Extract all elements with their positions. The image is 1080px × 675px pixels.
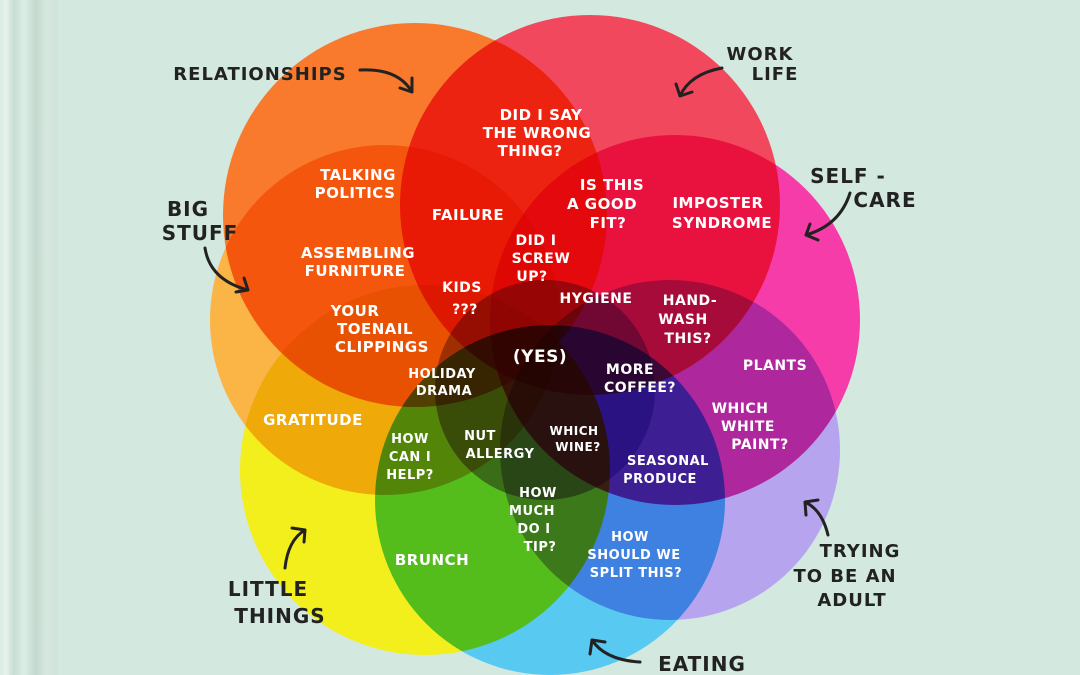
region-screw-up: DID I bbox=[515, 233, 556, 249]
label-big-stuff: BIG bbox=[167, 197, 209, 221]
region-wine: WINE? bbox=[555, 440, 600, 454]
region-tip: TIP? bbox=[524, 540, 557, 555]
region-toenail: CLIPPINGS bbox=[335, 338, 429, 356]
region-labels: DID I SAY THE WRONG THING? TALKING POLIT… bbox=[263, 106, 807, 581]
region-help: CAN I bbox=[389, 450, 431, 465]
label-big-stuff: STUFF bbox=[162, 221, 239, 245]
region-holiday: DRAMA bbox=[416, 384, 472, 399]
arrow-self-care bbox=[804, 191, 852, 242]
region-good-fit: FIT? bbox=[590, 214, 627, 232]
region-wine: WHICH bbox=[549, 424, 598, 438]
region-toenail: YOUR bbox=[330, 302, 380, 320]
label-trying-adult: TRYING bbox=[820, 541, 901, 562]
region-brunch: BRUNCH bbox=[395, 551, 469, 569]
region-handwash: WASH bbox=[658, 312, 707, 328]
region-talking-politics: TALKING bbox=[320, 166, 396, 184]
region-handwash: HAND- bbox=[663, 293, 717, 309]
region-coffee: COFFEE? bbox=[604, 380, 676, 396]
region-plants: PLANTS bbox=[743, 358, 807, 374]
label-little-things: LITTLE bbox=[228, 577, 308, 601]
region-help: HELP? bbox=[386, 468, 434, 483]
region-nut: NUT bbox=[464, 429, 496, 444]
region-tip: DO I bbox=[517, 522, 550, 537]
region-wrong-thing: THE WRONG bbox=[483, 124, 591, 142]
arrow-trying-adult bbox=[803, 498, 830, 537]
region-screw-up: UP? bbox=[516, 269, 547, 285]
region-hygiene: HYGIENE bbox=[560, 291, 633, 307]
region-nut: ALLERGY bbox=[466, 447, 535, 462]
region-paint: WHICH bbox=[712, 401, 769, 417]
region-wrong-thing: THING? bbox=[498, 142, 563, 160]
circle-center bbox=[435, 280, 655, 500]
label-self-care: SELF - bbox=[810, 164, 886, 188]
region-paint: PAINT? bbox=[731, 437, 788, 453]
region-good-fit: IS THIS bbox=[580, 176, 644, 194]
arrow-work-life bbox=[674, 66, 724, 98]
label-trying-adult: ADULT bbox=[817, 590, 886, 611]
venn-circles bbox=[210, 15, 860, 675]
region-gratitude: GRATITUDE bbox=[263, 411, 363, 429]
label-relationships: RELATIONSHIPS bbox=[173, 64, 346, 85]
region-split: SPLIT THIS? bbox=[590, 566, 682, 581]
label-trying-adult: TO BE AN bbox=[793, 566, 896, 587]
region-help: HOW bbox=[391, 432, 429, 447]
region-tip: HOW bbox=[519, 486, 557, 501]
region-imposter: IMPOSTER bbox=[672, 194, 763, 212]
region-split: SHOULD WE bbox=[587, 548, 680, 563]
region-paint: WHITE bbox=[721, 419, 775, 435]
region-kids: KIDS bbox=[442, 280, 482, 296]
label-eating: EATING bbox=[658, 652, 746, 675]
region-good-fit: A GOOD bbox=[567, 195, 637, 213]
arrow-relationships bbox=[358, 68, 414, 94]
region-assembling: ASSEMBLING bbox=[301, 244, 415, 262]
arrow-little-things bbox=[283, 526, 307, 570]
region-toenail: TOENAIL bbox=[337, 320, 413, 338]
region-tip: MUCH bbox=[509, 504, 555, 519]
book-spine bbox=[0, 0, 58, 675]
region-failure: FAILURE bbox=[432, 206, 504, 224]
region-wrong-thing: DID I SAY bbox=[500, 106, 583, 124]
region-screw-up: SCREW bbox=[512, 251, 571, 267]
region-kids: ??? bbox=[452, 302, 478, 318]
region-split: HOW bbox=[611, 530, 649, 545]
region-seasonal: SEASONAL bbox=[627, 454, 709, 469]
arrow-big-stuff bbox=[203, 246, 250, 294]
region-coffee: MORE bbox=[606, 362, 654, 378]
region-assembling: FURNITURE bbox=[305, 262, 406, 280]
region-holiday: HOLIDAY bbox=[408, 367, 476, 382]
label-little-things: THINGS bbox=[234, 604, 325, 628]
label-work-life: LIFE bbox=[752, 64, 799, 85]
region-seasonal: PRODUCE bbox=[623, 472, 697, 487]
label-work-life: WORK bbox=[727, 44, 794, 65]
label-self-care: CARE bbox=[853, 188, 916, 212]
region-yes: (YES) bbox=[513, 347, 567, 367]
region-handwash: THIS? bbox=[664, 331, 711, 347]
arrow-eating bbox=[588, 638, 642, 664]
region-talking-politics: POLITICS bbox=[315, 184, 396, 202]
region-imposter: SYNDROME bbox=[672, 214, 772, 232]
